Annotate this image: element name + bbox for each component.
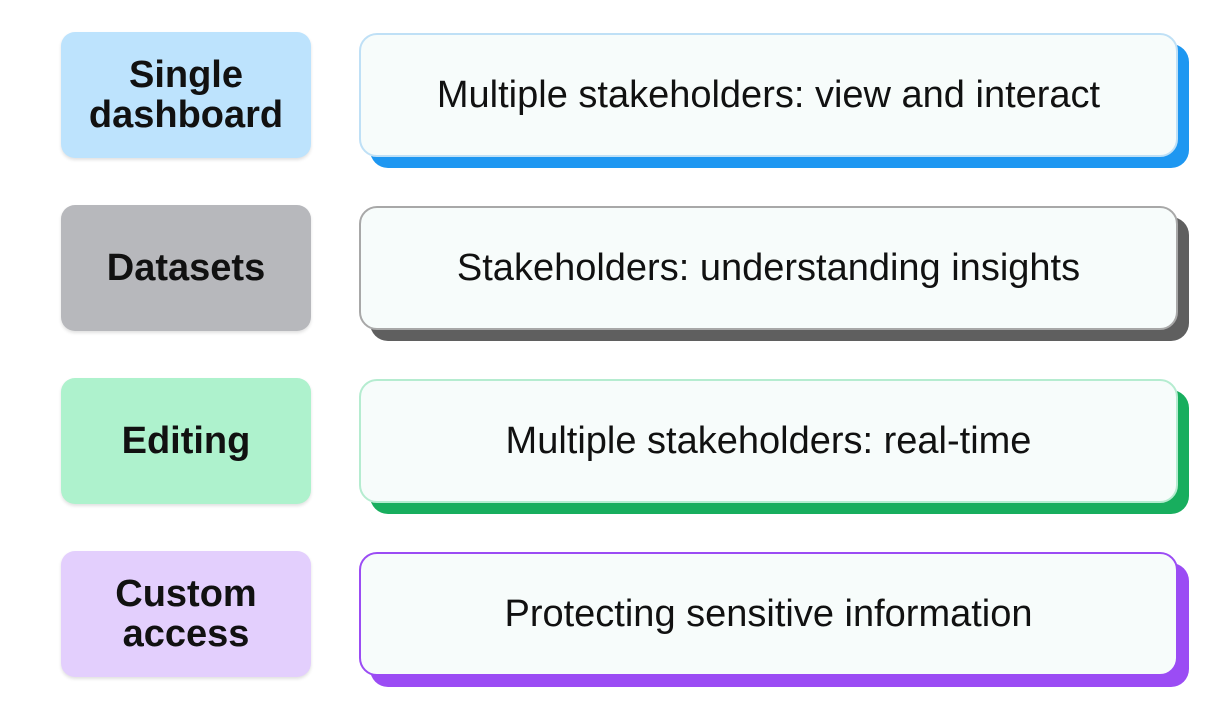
description-card: Multiple stakeholders: view and interact bbox=[359, 33, 1178, 157]
description-text: Multiple stakeholders: view and interact bbox=[436, 73, 1101, 116]
row-custom-access: Custom access Protecting sensitive infor… bbox=[0, 551, 1229, 687]
label-box-single-dashboard: Single dashboard bbox=[61, 32, 311, 158]
label-text: Custom access bbox=[115, 573, 257, 655]
row-editing: Editing Multiple stakeholders: real-time bbox=[0, 378, 1229, 514]
description-text: Multiple stakeholders: real-time bbox=[505, 419, 1032, 462]
description-card: Protecting sensitive information bbox=[359, 552, 1178, 676]
description-card: Multiple stakeholders: real-time bbox=[359, 379, 1178, 503]
label-box-datasets: Datasets bbox=[61, 205, 311, 331]
description-card: Stakeholders: understanding insights bbox=[359, 206, 1178, 330]
label-text: Datasets bbox=[106, 247, 266, 289]
description-text: Protecting sensitive information bbox=[504, 592, 1033, 635]
label-text: Editing bbox=[121, 420, 251, 462]
row-datasets: Datasets Stakeholders: understanding ins… bbox=[0, 205, 1229, 341]
row-single-dashboard: Single dashboard Multiple stakeholders: … bbox=[0, 32, 1229, 168]
label-box-custom-access: Custom access bbox=[61, 551, 311, 677]
label-box-editing: Editing bbox=[61, 378, 311, 504]
label-text: Single dashboard bbox=[88, 54, 284, 136]
description-text: Stakeholders: understanding insights bbox=[456, 246, 1081, 289]
